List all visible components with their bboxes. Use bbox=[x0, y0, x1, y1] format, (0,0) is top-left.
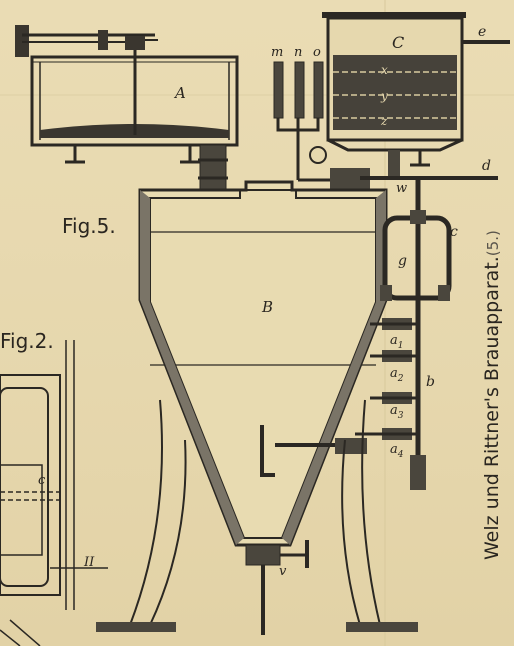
pipes-m-n-o bbox=[273, 61, 498, 190]
label-a3: a3 bbox=[390, 403, 404, 421]
label-m: m bbox=[271, 45, 283, 60]
valve-v bbox=[245, 540, 309, 635]
valves-a bbox=[355, 318, 418, 440]
label-a4: a4 bbox=[390, 442, 404, 460]
fig2-label: Fig.2. bbox=[0, 329, 54, 353]
label-b: B bbox=[261, 298, 273, 316]
label-c-pipe: c bbox=[450, 224, 458, 240]
vessel-b bbox=[138, 180, 388, 547]
fig5-label: Fig.5. bbox=[62, 214, 116, 238]
column-b bbox=[380, 178, 452, 490]
vessel-a bbox=[15, 25, 239, 196]
side-title: Welz und Rittner's Brauapparat.(5.) bbox=[481, 230, 503, 560]
label-x: x bbox=[381, 63, 388, 77]
support-legs bbox=[96, 399, 418, 632]
label-v: v bbox=[279, 564, 287, 579]
label-g: g bbox=[398, 253, 407, 269]
side-title-number: (5.) bbox=[484, 230, 502, 256]
label-e: e bbox=[478, 24, 486, 40]
fig2-label-c: c bbox=[38, 473, 46, 488]
label-c: C bbox=[392, 33, 404, 52]
label-b-column: b bbox=[426, 374, 435, 390]
label-d: d bbox=[482, 158, 491, 174]
fig2-drawing bbox=[0, 340, 108, 646]
label-a1: a1 bbox=[390, 333, 404, 351]
svg-text:Welz und Rittner's Brauapparat: Welz und Rittner's Brauapparat.(5.) bbox=[481, 230, 503, 560]
label-a2: a2 bbox=[390, 366, 404, 384]
label-a: A bbox=[173, 84, 186, 102]
label-o: o bbox=[313, 45, 321, 60]
fig2-label-ii: II bbox=[83, 555, 95, 570]
side-title-text: Welz und Rittner's Brauapparat. bbox=[481, 256, 503, 560]
label-n: n bbox=[294, 45, 302, 60]
vessel-c bbox=[322, 12, 510, 180]
label-y: y bbox=[380, 89, 388, 103]
label-z: z bbox=[380, 114, 388, 128]
label-w: w bbox=[396, 181, 407, 196]
